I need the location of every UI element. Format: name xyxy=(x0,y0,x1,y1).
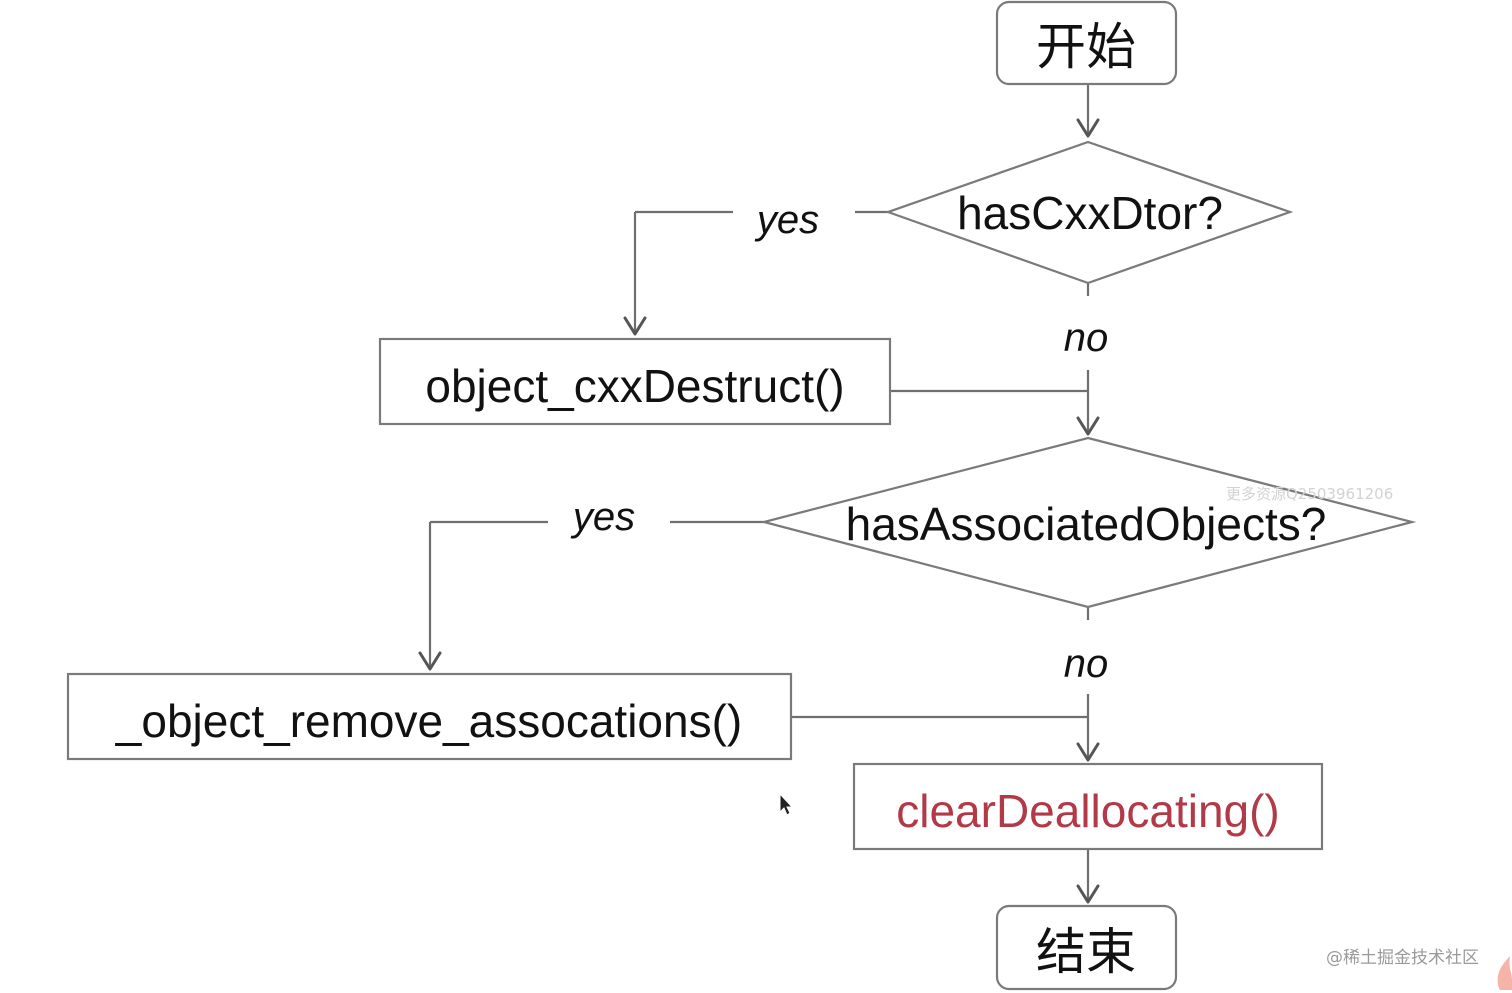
arrowhead xyxy=(1076,416,1100,436)
start-node: 开始 xyxy=(995,0,1178,86)
edge-label-yes-2: yes xyxy=(570,495,635,539)
process-object-remove-assocations-label: _object_remove_assocations() xyxy=(115,695,742,747)
start-label: 开始 xyxy=(1036,18,1136,76)
process-object-cxxdestruct-label: object_cxxDestruct() xyxy=(425,360,844,412)
arrowhead xyxy=(623,316,647,336)
decision-hascxxdtor-label: hasCxxDtor? xyxy=(957,187,1223,239)
arrowhead xyxy=(1076,742,1100,762)
process-clear-deallocating-label: clearDeallocating() xyxy=(896,785,1280,837)
process-object-remove-assocations: _object_remove_assocations() xyxy=(66,672,793,761)
process-object-cxxdestruct: object_cxxDestruct() xyxy=(378,337,892,426)
end-node: 结束 xyxy=(995,904,1178,991)
edge-label-yes-1: yes xyxy=(754,198,819,242)
end-label: 结束 xyxy=(1036,923,1136,981)
arrowhead xyxy=(1076,884,1100,904)
decision-hascxxdtor: hasCxxDtor? xyxy=(884,140,1294,285)
edge-label-no-2: no xyxy=(1064,642,1109,686)
process-clear-deallocating: clearDeallocating() xyxy=(852,762,1324,851)
arrowhead xyxy=(1076,118,1100,138)
flame-logo-icon xyxy=(1497,956,1512,990)
watermark-site: @稀土掘金技术社区 xyxy=(1326,948,1479,968)
edge-label-no-1: no xyxy=(1064,316,1109,360)
watermark-resource: 更多资源Q2503961206 xyxy=(1226,485,1393,503)
mouse-cursor-icon xyxy=(779,792,794,816)
decision-hasassociatedobjects-label: hasAssociatedObjects? xyxy=(846,498,1327,550)
arrowhead xyxy=(418,651,442,671)
decision-hasassociatedobjects: hasAssociatedObjects? xyxy=(759,436,1417,609)
